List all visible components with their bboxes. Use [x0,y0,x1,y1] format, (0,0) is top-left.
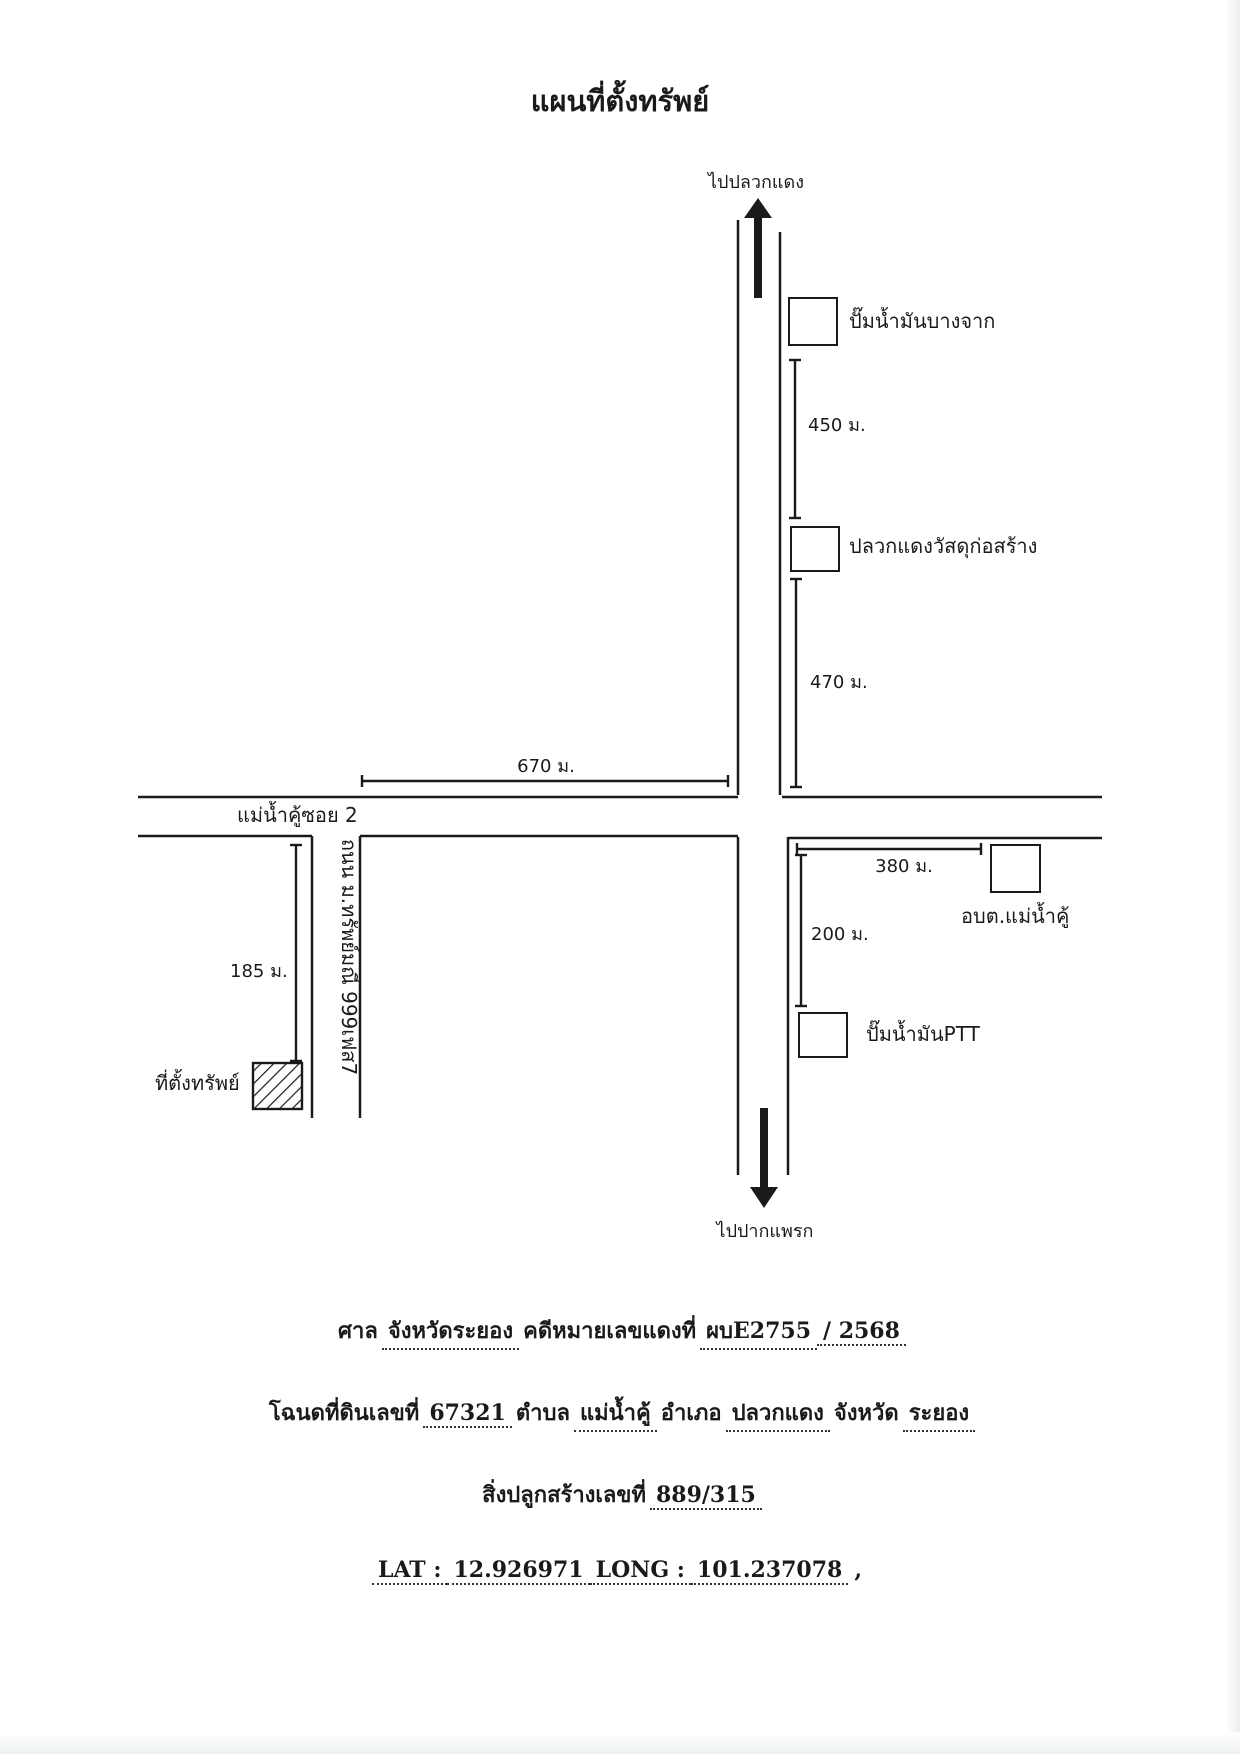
label-property: ที่ตั้งทรัพย์ [155,1069,240,1095]
label-north: ไปปลวกแดง [706,171,804,193]
court-value: จังหวัดระยอง [381,1313,520,1350]
south-arrow-icon [750,1108,778,1208]
label-south: ไปปากแพรก [715,1220,814,1242]
distance-bar-470 [790,577,802,789]
province-value: ระยอง [902,1395,976,1432]
page-edge-shadow [1226,0,1240,1754]
case-year: / 2568 [817,1318,906,1346]
distance-bar-670 [360,775,730,787]
distance-label-200: 200 ม. [811,924,869,945]
label-sao: อบต.แม่น้ำคู้ [961,902,1069,929]
gas-ptt-box [798,1012,848,1058]
north-arrow-icon [744,198,772,298]
distance-label-185: 185 ม. [230,961,288,982]
distance-label-670: 670 ม. [517,756,575,777]
sao-box [990,844,1041,893]
distance-bar-200 [795,853,807,1008]
coord-tail: , [854,1557,863,1583]
case-value: ผบE2755 [700,1313,817,1350]
deed-value: 67321 [423,1400,512,1428]
main-road [736,220,790,1175]
label-gas-station-top: ปั๊มน้ำมันบางจาก [849,306,995,333]
map-title: แผนที่ตั้งทรัพย์ [530,84,710,118]
lat-label: LAT : [371,1557,448,1585]
deed-label: โฉนดที่ดินเลขที่ [268,1400,420,1426]
label-soi-road: แม่น้ำคู้ซอย 2 [237,801,358,828]
label-side-road: ถนน ม.ทรัพย์มณี 999เฟส7 [337,839,361,1075]
distance-bar-380 [795,843,983,855]
province-label: จังหวัด [833,1400,899,1426]
property-marker-icon [251,1061,304,1111]
distance-bar-185 [290,843,302,1063]
distance-label-450: 450 ม. [808,415,866,436]
gas-station-top-box [788,297,838,346]
court-line: ศาลจังหวัดระยองคดีหมายเลขแดงที่ผบE2755/ … [0,1313,1240,1350]
building-value: 889/315 [649,1482,762,1510]
building-store-box [790,526,840,572]
amphoe-label: อำเภอ [660,1400,722,1426]
side-road [310,836,362,1118]
soi-road [138,795,1102,840]
long-value: 101.237078 [690,1557,849,1585]
distance-bar-450 [789,358,801,520]
page-bottom-band [0,1732,1240,1754]
distance-label-380: 380 ม. [875,856,933,877]
amphoe-value: ปลวกแดง [725,1395,830,1432]
building-label: สิ่งปลูกสร้างเลขที่ [482,1482,646,1508]
tambon-value: แม่น้ำคู้ [573,1395,657,1432]
long-label: LONG : [589,1557,691,1585]
case-label: คดีหมายเลขแดงที่ [523,1318,697,1344]
tambon-label: ตำบล [515,1400,570,1426]
building-line: สิ่งปลูกสร้างเลขที่889/315 [0,1477,1240,1512]
label-building-store: ปลวกแดงวัสดุก่อสร้าง [849,534,1037,559]
distance-label-470: 470 ม. [810,672,868,693]
label-gas-ptt: ปั๊มน้ำมันPTT [866,1019,981,1046]
lat-value: 12.926971 [447,1557,590,1585]
court-label: ศาล [338,1318,378,1344]
